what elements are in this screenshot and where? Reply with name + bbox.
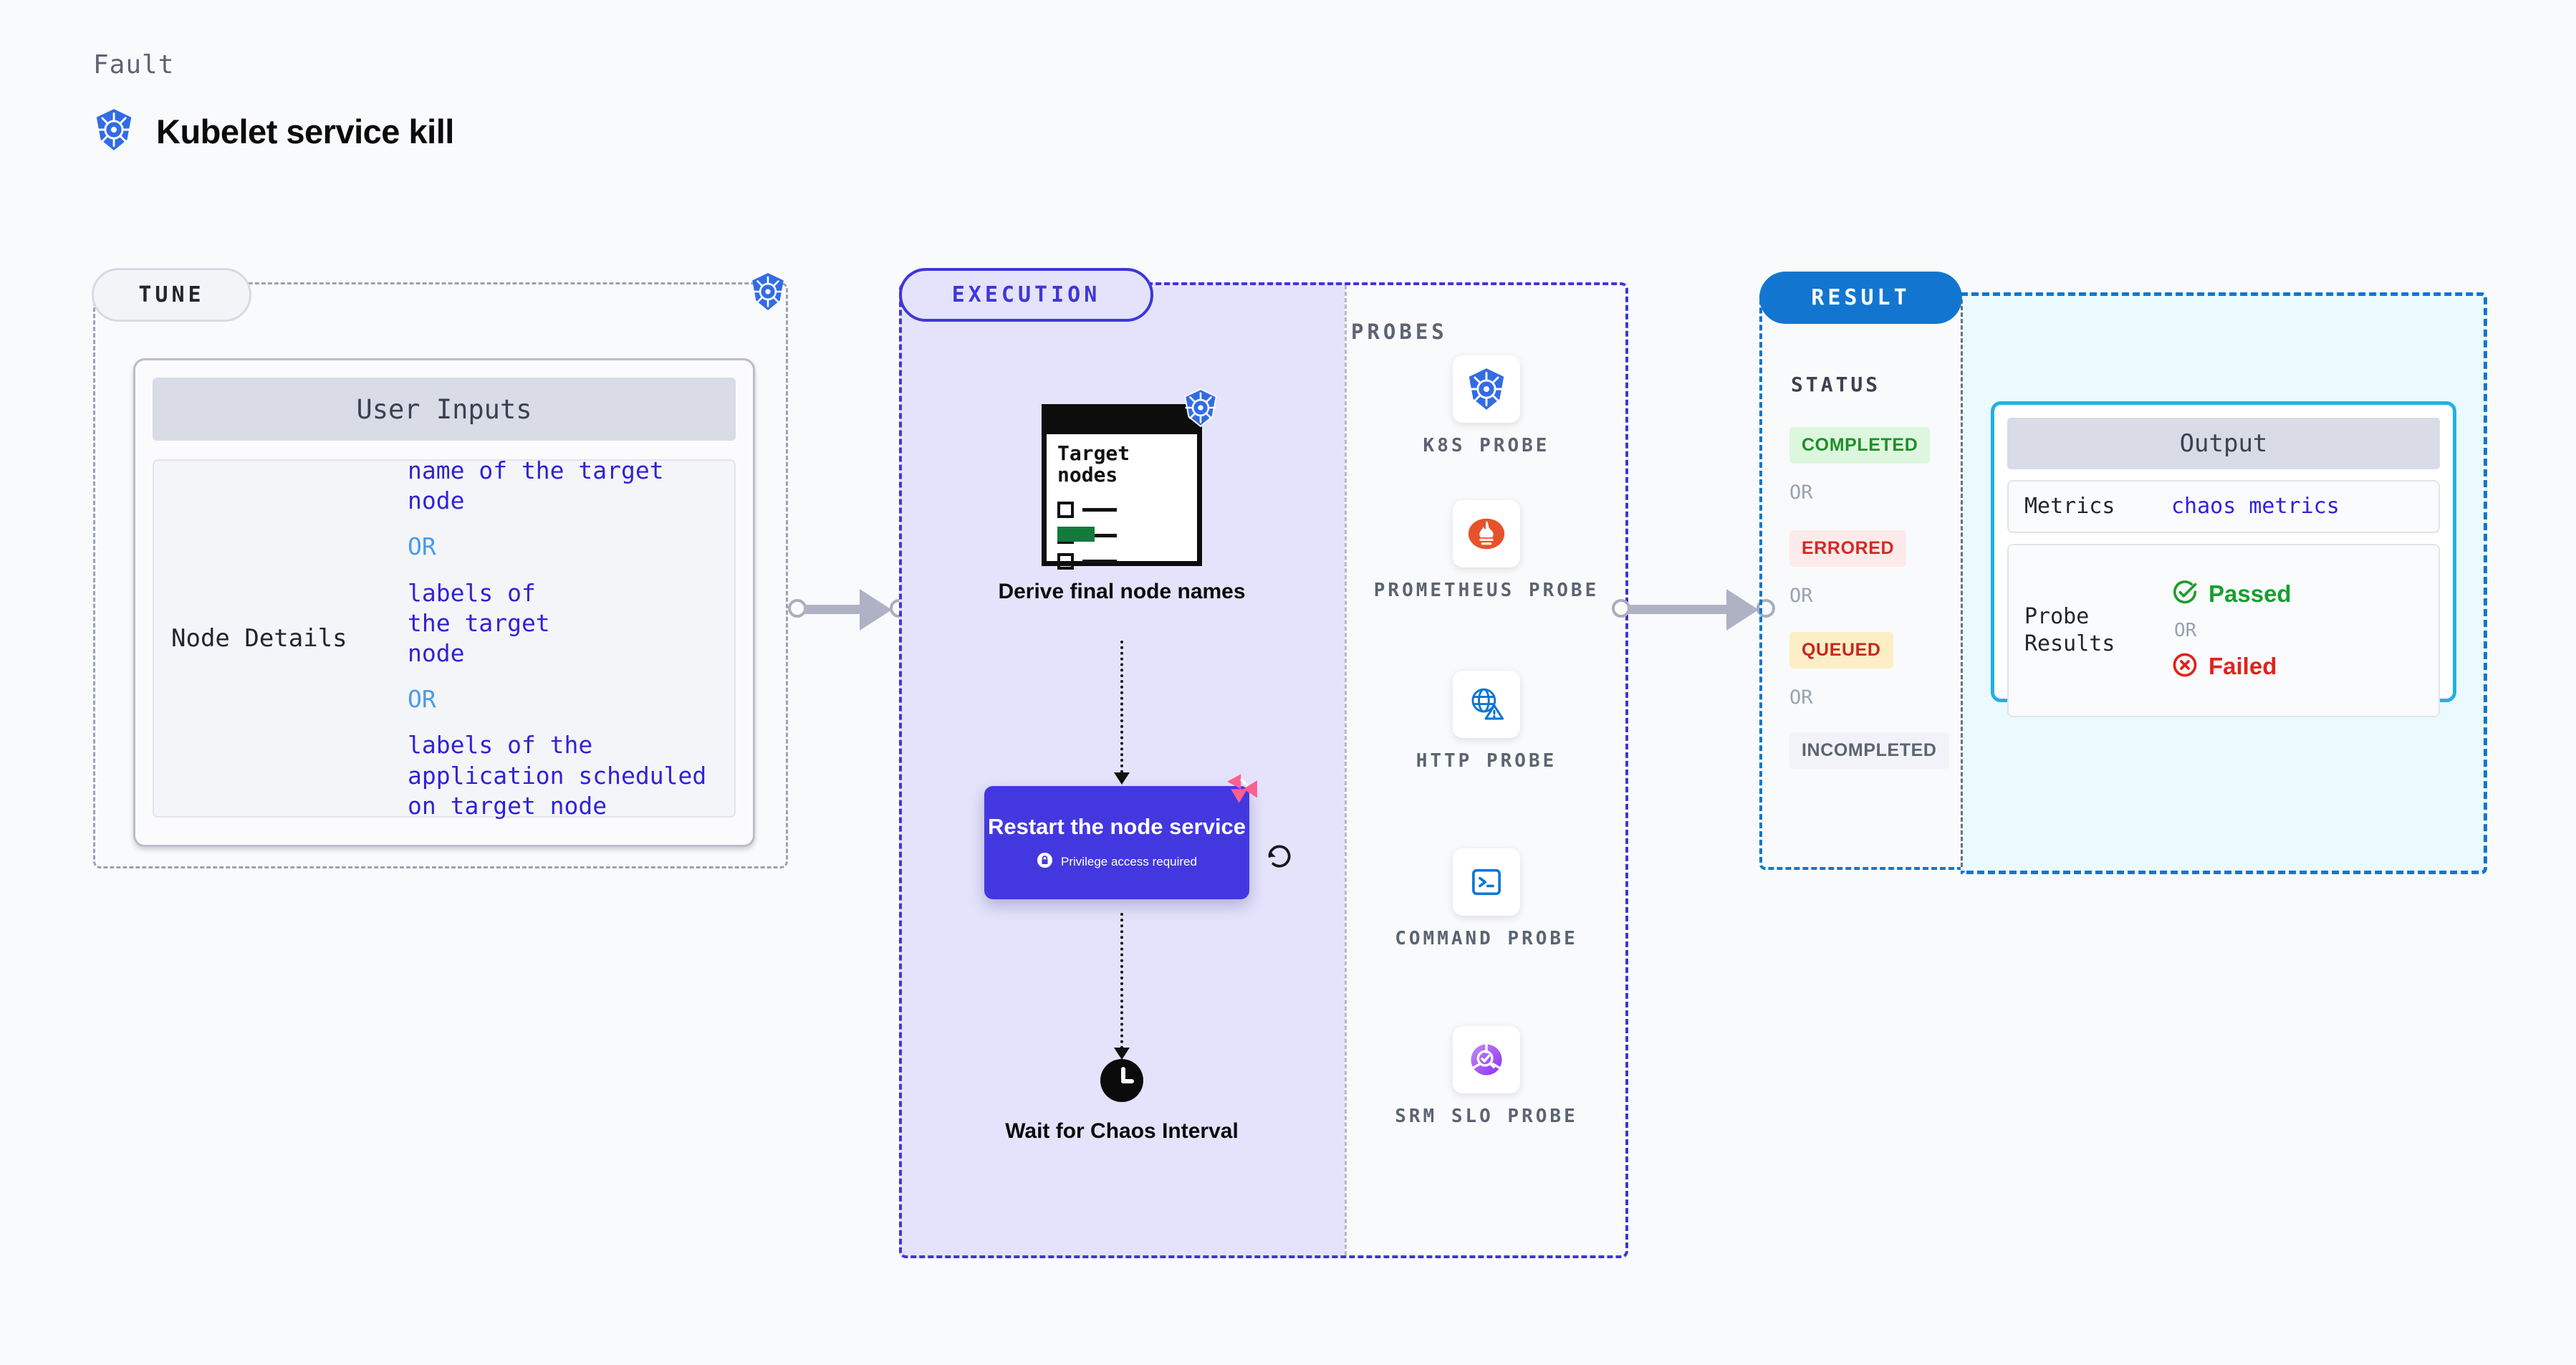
probe-failed-label: Failed <box>2209 653 2277 679</box>
document-checklist-icon: Target nodes <box>1042 388 1217 570</box>
lock-icon <box>1037 852 1053 872</box>
kubernetes-icon <box>749 272 787 315</box>
probe-label: K8S PROBE <box>1423 435 1550 456</box>
execution-pill: EXECUTION <box>899 268 1153 322</box>
connector-tune-to-execution <box>788 588 908 631</box>
connector-arrowhead <box>860 589 892 631</box>
status-badge-completed: COMPLETED <box>1789 427 1931 464</box>
probe-label: PROMETHEUS PROBE <box>1373 580 1600 601</box>
probe-label: HTTP PROBE <box>1416 750 1557 772</box>
connector-execution-to-result <box>1612 588 1777 631</box>
tune-panel-border <box>93 282 788 868</box>
execution-probes-divider <box>1345 285 1347 1255</box>
node-value-1: labels of the target node <box>408 578 550 667</box>
probe-result-passed: Passed <box>2171 579 2292 610</box>
node-details-key: Node Details <box>171 624 347 653</box>
clock-icon <box>1100 1059 1143 1102</box>
kubernetes-icon <box>1453 355 1520 423</box>
execution-panel-border <box>899 282 1628 1258</box>
probe-srm-slo[interactable]: SRM SLO PROBE <box>1345 1026 1628 1129</box>
globe-warning-icon <box>1453 671 1520 738</box>
node-value-2: labels of the application scheduled on t… <box>408 731 707 820</box>
wait-chaos-interval-caption: Wait for Chaos Interval <box>1005 1119 1239 1143</box>
connector-shaft <box>1628 605 1742 614</box>
fault-kicker: Fault <box>93 50 175 80</box>
metrics-row: Metrics chaos metrics <box>2007 480 2440 533</box>
derive-node-names-caption: Derive final node names <box>998 580 1246 603</box>
status-badge-queued: QUEUED <box>1789 632 1893 669</box>
flow-arrowhead-1 <box>1114 772 1130 785</box>
flow-connector-1 <box>1120 641 1123 773</box>
connector-arrowhead <box>1726 589 1759 631</box>
flow-arrowhead-2 <box>1114 1048 1130 1060</box>
flow-connector-2 <box>1120 913 1123 1049</box>
status-badge-errored: ERRORED <box>1789 530 1907 567</box>
probes-section-label: PROBES <box>1351 320 1448 344</box>
probe-prometheus[interactable]: PROMETHEUS PROBE <box>1345 500 1628 603</box>
prometheus-icon <box>1453 500 1520 567</box>
privilege-note-text: Privilege access required <box>1061 855 1197 869</box>
probe-http[interactable]: HTTP PROBE <box>1345 671 1628 773</box>
result-status-divider <box>1961 300 1963 867</box>
terminal-icon <box>1453 848 1520 916</box>
connector-shaft <box>804 605 875 614</box>
connector-start-dot <box>788 599 807 618</box>
probe-results-values: Passed OR Failed <box>2171 579 2292 682</box>
output-title: Output <box>2007 418 2440 469</box>
restart-node-service-node[interactable]: Restart the node service Privilege acces… <box>984 774 1257 899</box>
status-section-label: STATUS <box>1791 373 1881 396</box>
metrics-value[interactable]: chaos metrics <box>2171 494 2340 519</box>
node-details-row: Node Details name of the target node OR … <box>153 456 736 821</box>
probe-results-row: Probe Results Passed OR <box>2007 543 2440 717</box>
page-title: Kubelet service kill <box>156 112 454 150</box>
kubernetes-icon <box>93 108 135 155</box>
status-separator-1: OR <box>1789 585 1813 607</box>
probes-column: K8S PROBE PROMETHEUS PROBE <box>1345 282 1628 1258</box>
metrics-key: Metrics <box>2024 494 2115 519</box>
probe-command[interactable]: COMMAND PROBE <box>1345 848 1628 951</box>
srm-slo-donut-icon <box>1453 1026 1520 1093</box>
probe-label: COMMAND PROBE <box>1395 928 1578 949</box>
probe-result-separator: OR <box>2174 619 2197 641</box>
kubernetes-icon <box>1182 388 1219 431</box>
output-card: Output Metrics chaos metrics Probe Resul… <box>1991 401 2456 717</box>
check-circle-icon <box>2171 579 2198 610</box>
probe-results-key: Probe Results <box>2024 604 2115 656</box>
tune-panel <box>93 282 788 868</box>
litmus-chaos-icon <box>1222 770 1262 814</box>
status-separator-0: OR <box>1789 482 1813 504</box>
node-details-values: name of the target node OR labels of the… <box>408 456 717 821</box>
execution-flow: Target nodes Derive final n <box>899 282 1345 1258</box>
restart-node-service-caption: Restart the node service <box>987 813 1246 839</box>
page-header: Fault Kubelet service kill <box>93 50 454 155</box>
status-badge-incompleted: INCOMPLETED <box>1789 732 1949 769</box>
derive-node-names-icon-wrap: Target nodes <box>899 388 1345 570</box>
privilege-note: Privilege access required <box>1037 852 1197 872</box>
user-inputs-title: User Inputs <box>153 378 736 441</box>
user-inputs-card: User Inputs Node Details name of the tar… <box>133 358 755 847</box>
wait-chaos-interval-icon-wrap <box>899 1059 1345 1102</box>
probe-passed-label: Passed <box>2209 580 2292 607</box>
tune-pill: TUNE <box>92 268 251 322</box>
probe-label: SRM SLO PROBE <box>1395 1106 1578 1127</box>
result-pill: RESULT <box>1759 272 1962 324</box>
loop-refresh-icon <box>1263 840 1296 876</box>
fault-title-row: Kubelet service kill <box>93 108 454 155</box>
node-value-0: name of the target node <box>408 456 664 515</box>
probe-result-failed: Failed <box>2171 651 2292 682</box>
x-circle-icon <box>2171 651 2198 682</box>
node-separator-0: OR <box>408 532 436 561</box>
status-separator-2: OR <box>1789 686 1813 709</box>
document-title: Target nodes <box>1057 441 1130 487</box>
probe-k8s[interactable]: K8S PROBE <box>1345 355 1628 458</box>
node-separator-1: OR <box>408 685 436 714</box>
